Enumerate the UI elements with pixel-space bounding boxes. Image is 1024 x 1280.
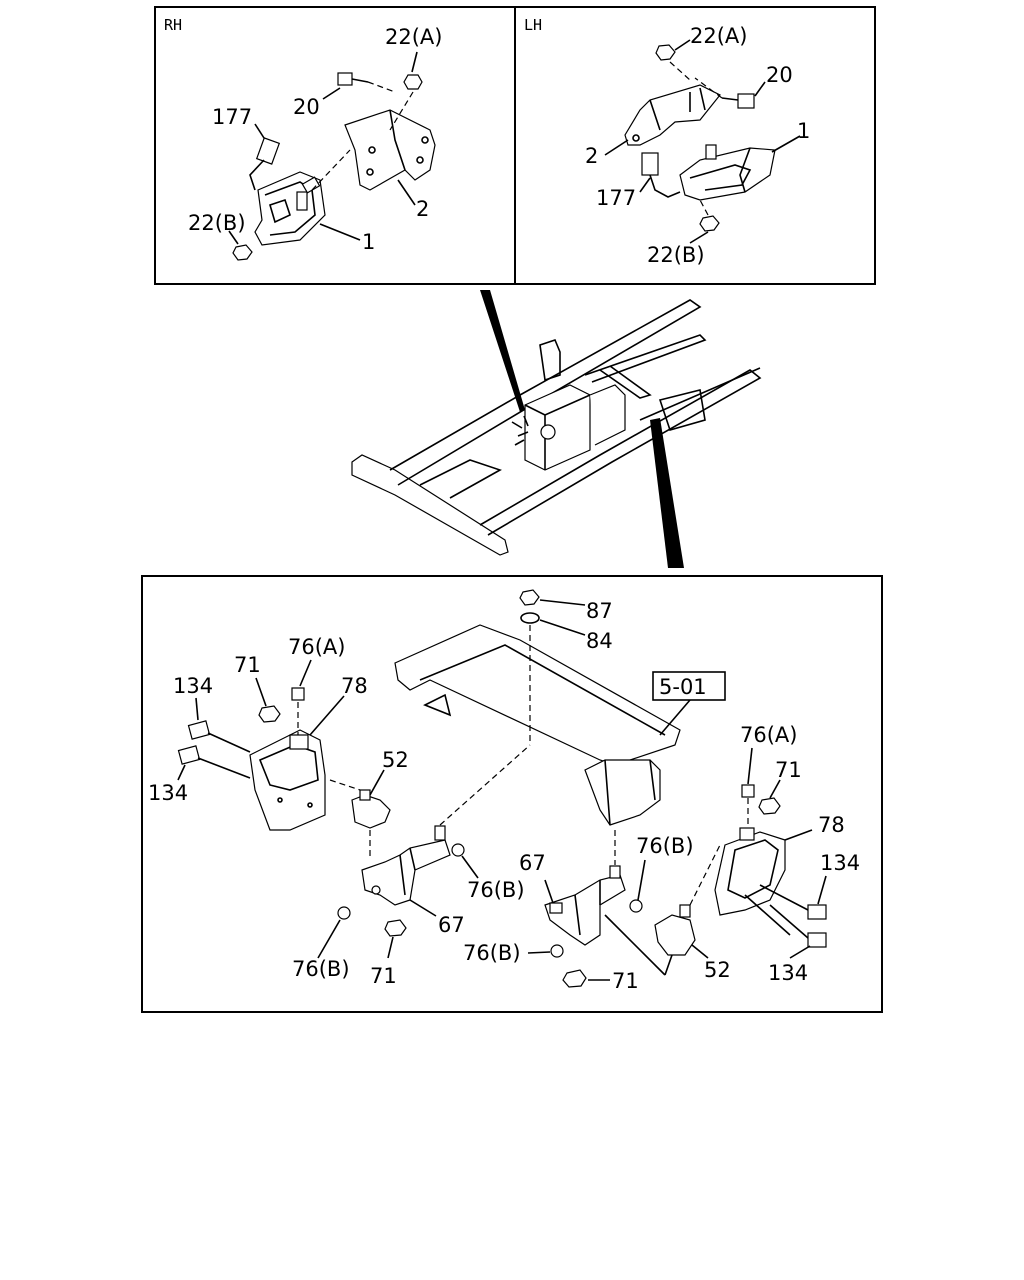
bottom-label-76b-2: 76(B) — [292, 957, 350, 981]
bottom-leader-lines — [177, 659, 827, 981]
bottom-label-71-c: 71 — [612, 969, 639, 993]
bottom-label-134-c: 134 — [820, 851, 860, 875]
bottom-label-5-01: 5-01 — [659, 675, 707, 699]
rh-label-2: 2 — [416, 197, 429, 221]
lh-panel-tag: LH — [524, 16, 542, 34]
bottom-label-76b-1: 76(B) — [467, 878, 525, 902]
bottom-panel-frame — [141, 575, 883, 1013]
rh-label-22b: 22(B) — [188, 211, 246, 235]
rh-panel-tag: RH — [164, 16, 182, 34]
bottom-label-67-a: 67 — [438, 913, 465, 937]
bottom-label-76a-right: 76(A) — [740, 723, 797, 747]
bottom-label-71-d: 71 — [775, 758, 802, 782]
bottom-label-76b-4: 76(B) — [463, 941, 521, 965]
lh-label-2: 2 — [585, 144, 598, 168]
rh-label-22a: 22(A) — [385, 25, 442, 49]
bottom-label-71-a: 71 — [234, 653, 261, 677]
bottom-label-71-b: 71 — [370, 964, 397, 988]
bottom-label-78-a: 78 — [341, 674, 368, 698]
lh-label-177: 177 — [596, 186, 636, 210]
bottom-label-134-a: 134 — [173, 674, 213, 698]
top-panel-frame — [154, 6, 876, 285]
bottom-label-84: 84 — [586, 629, 613, 653]
bottom-label-67-b: 67 — [519, 851, 546, 875]
rh-label-177: 177 — [212, 105, 252, 129]
bottom-label-76a-left: 76(A) — [288, 635, 345, 659]
bottom-label-52-b: 52 — [704, 958, 731, 982]
rh-label-1: 1 — [362, 230, 375, 254]
lh-label-1: 1 — [797, 119, 810, 143]
lh-label-22b: 22(B) — [647, 243, 705, 267]
lh-mount-assembly — [604, 39, 801, 244]
rh-label-20: 20 — [293, 95, 320, 119]
bottom-label-78-b: 78 — [818, 813, 845, 837]
bottom-label-52-a: 52 — [382, 748, 409, 772]
bottom-label-87: 87 — [586, 599, 613, 623]
rh-mount-assembly — [228, 51, 436, 261]
lh-label-20: 20 — [766, 63, 793, 87]
vehicle-frame-overview — [351, 290, 762, 568]
bottom-label-134-b: 134 — [148, 781, 188, 805]
bottom-label-134-d: 134 — [768, 961, 808, 985]
lh-label-22a: 22(A) — [690, 24, 747, 48]
bottom-mount-assembly — [177, 589, 827, 988]
bottom-label-76b-3: 76(B) — [636, 834, 694, 858]
